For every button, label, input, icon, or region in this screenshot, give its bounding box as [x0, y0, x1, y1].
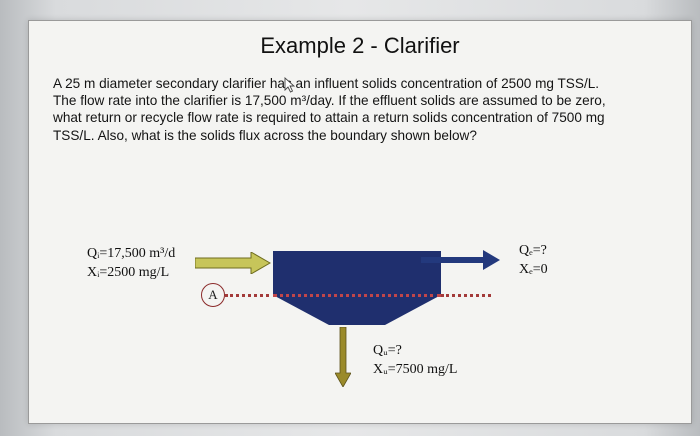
underflow-concentration-label: Xᵤ=7500 mg/L	[373, 362, 458, 377]
presentation-slide: Example 2 - Clarifier A 25 m diameter se…	[28, 20, 692, 424]
effluent-concentration-label: Xₑ=0	[519, 262, 548, 277]
boundary-line-tank	[273, 294, 441, 297]
mouse-pointer-icon	[284, 77, 296, 93]
underflow-flow-label: Qᵤ=?	[373, 343, 402, 358]
effluent-arrow-icon	[421, 250, 500, 270]
clarifier-diagram: Qᵢ=17,500 m³/d Xᵢ=2500 mg/L A Qₑ=? Xₑ=0 …	[29, 21, 691, 423]
problem-statement: A 25 m diameter secondary clarifier has …	[53, 76, 606, 143]
boundary-line-right	[441, 294, 491, 297]
boundary-line-left	[225, 294, 269, 297]
clarifier-hopper	[273, 295, 441, 325]
underflow-arrow-icon	[335, 327, 351, 387]
effluent-flow-label: Qₑ=?	[519, 243, 547, 258]
influent-concentration-label: Xᵢ=2500 mg/L	[87, 265, 170, 280]
influent-flow-label: Qᵢ=17,500 m³/d	[87, 246, 176, 261]
boundary-marker-a: A	[201, 283, 225, 307]
clarifier-tank	[273, 251, 441, 295]
influent-arrow-icon	[195, 252, 271, 274]
slide-title: Example 2 - Clarifier	[260, 33, 460, 58]
